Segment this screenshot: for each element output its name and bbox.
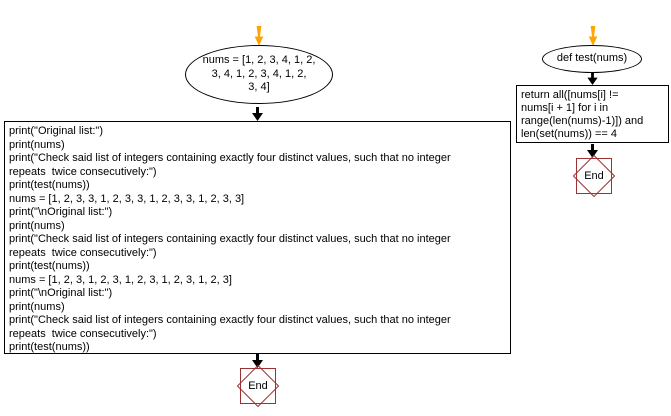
end-node-label: End: [584, 169, 604, 182]
end-node-main: End: [237, 365, 279, 407]
nums-start-node: nums = [1, 2, 3, 4, 1, 2, 3, 4, 1, 2, 3,…: [185, 45, 333, 104]
end-shape-icon: [237, 365, 279, 407]
arrow-down-icon: [587, 144, 598, 158]
end-shape-icon: [573, 155, 615, 197]
arrow-down-icon: [587, 72, 598, 85]
return-code-block: return all([nums[i] != nums[i + 1] for i…: [516, 85, 669, 143]
nums-init-text: nums = [1, 2, 3, 4, 1, 2, 3, 4, 1, 2, 3,…: [202, 54, 316, 94]
def-test-node: def test(nums): [542, 45, 642, 73]
main-code-text: print("Original list:") print(nums) prin…: [9, 125, 451, 353]
arrow-down-icon: [252, 107, 263, 121]
def-test-label: def test(nums): [556, 52, 628, 65]
flow-start-arrow-icon: [254, 26, 264, 46]
flow-start-arrow-icon: [588, 26, 598, 46]
return-code-text: return all([nums[i] != nums[i + 1] for i…: [521, 89, 644, 140]
end-node-test: End: [573, 155, 615, 197]
main-code-block: print("Original list:") print(nums) prin…: [4, 121, 511, 354]
arrow-down-icon: [252, 354, 263, 368]
end-node-label: End: [248, 379, 268, 392]
